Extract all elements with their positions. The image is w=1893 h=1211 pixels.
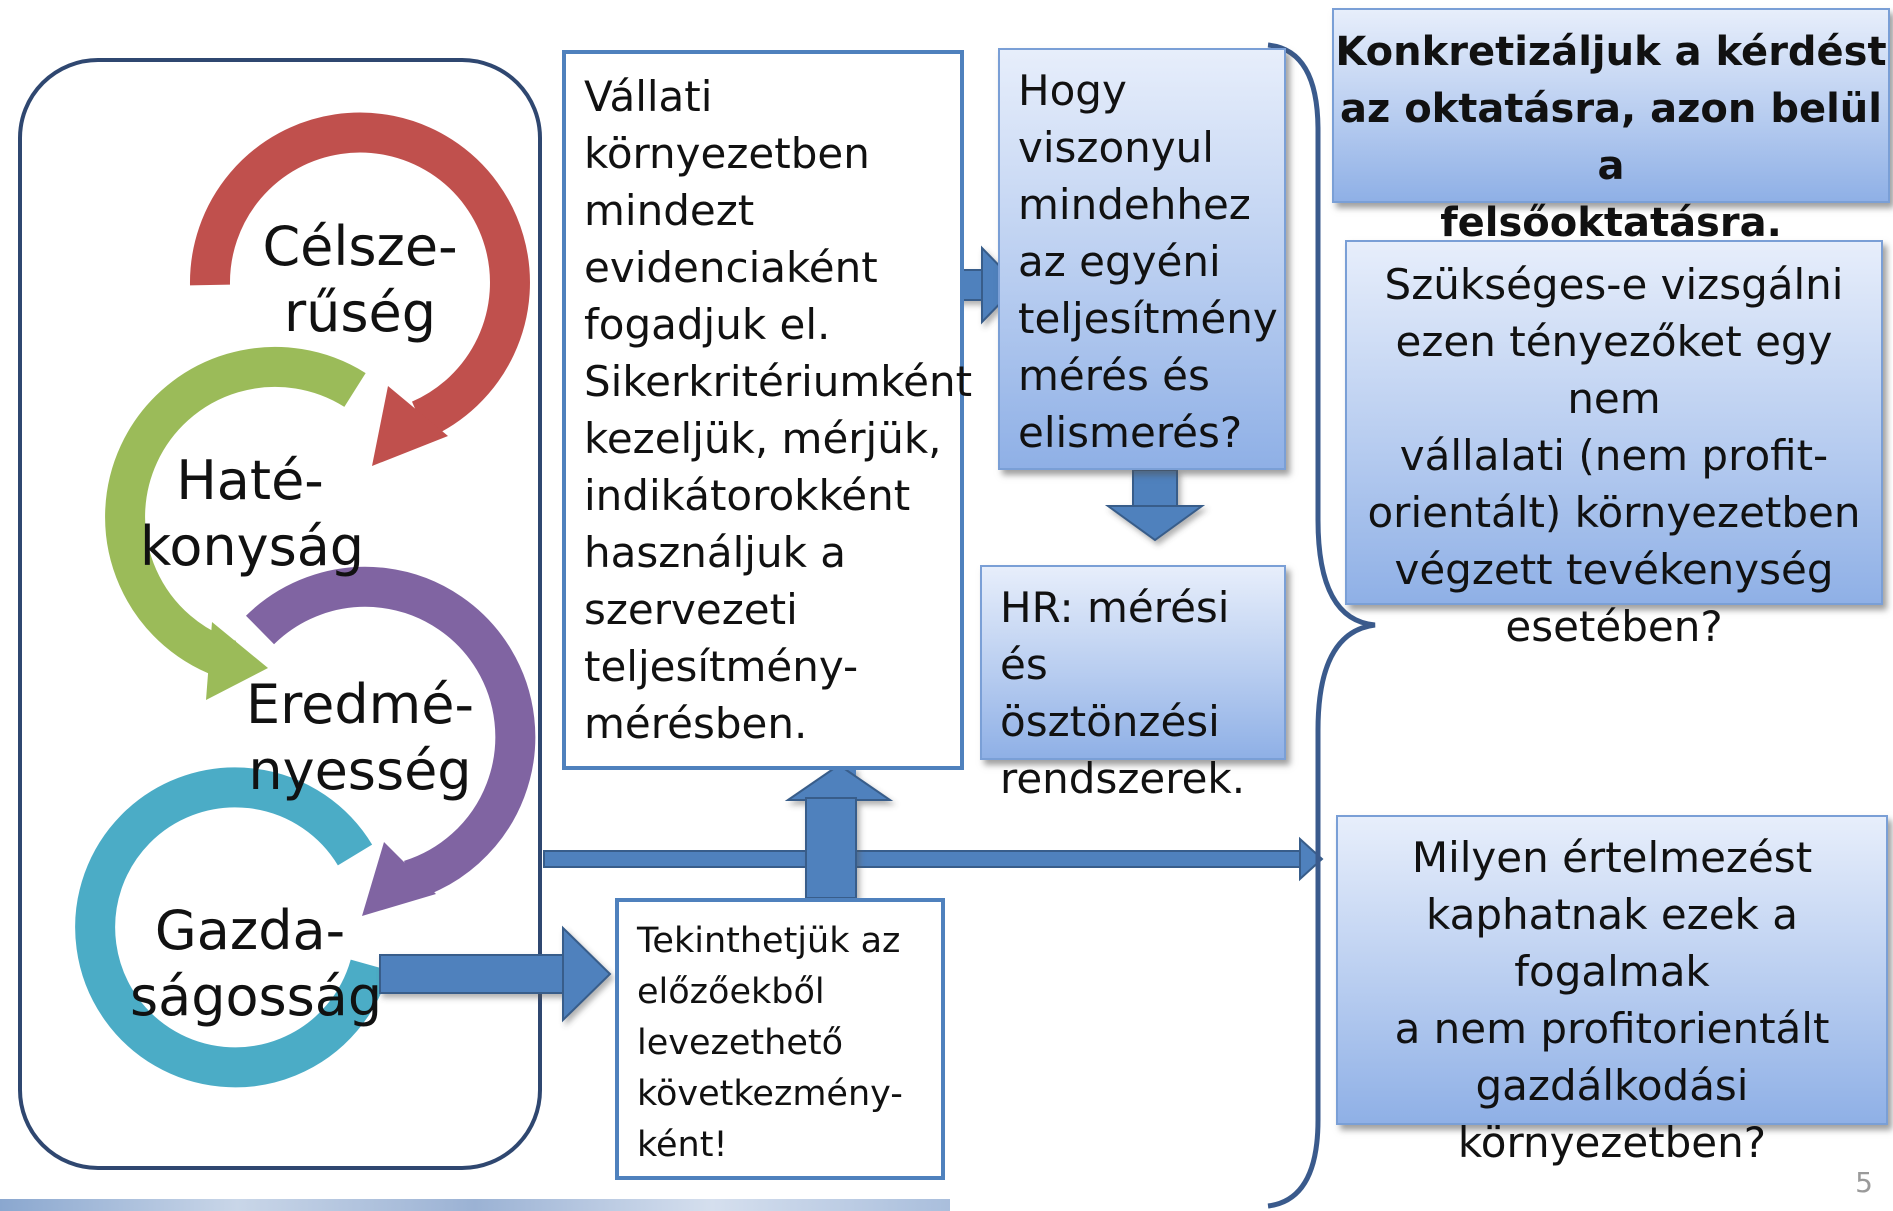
cycle-label-line: rűség — [283, 281, 437, 344]
cycle-label-line: Célsze- — [262, 215, 458, 278]
box-line: Milyen értelmezést — [1411, 833, 1813, 882]
box-line: Szükséges-e vizsgálni — [1384, 260, 1844, 309]
cycle-label-line: Gazda- — [154, 899, 346, 962]
box-line: ösztönzési — [1000, 697, 1220, 746]
cycle-label-line: Haté- — [176, 449, 324, 512]
cycle-label-line: nyesség — [248, 739, 472, 802]
box-line: elismerés? — [1018, 408, 1243, 457]
box-line: Vállati — [584, 72, 713, 121]
box-line: indikátorokként — [584, 471, 911, 520]
cycle-arrow-eredmenyesseg — [245, 566, 536, 916]
box-milyen: Milyen értelmezést kaphatnak ezek a foga… — [1336, 815, 1888, 1167]
box-line: mérésben. — [584, 699, 808, 748]
box-line: rendszerek. — [1000, 754, 1246, 803]
cycle-label-line: ságosság — [130, 965, 383, 1028]
box-line: vállalati (nem profit- — [1399, 431, 1829, 480]
box-line: Hogy — [1018, 66, 1127, 115]
box-line: Konkretizáljuk a kérdést — [1335, 29, 1887, 75]
box-line: esetében? — [1505, 602, 1723, 651]
cycle-label-gazdasagossag: Gazda- ságosság — [130, 898, 383, 1030]
cycle-label-celszeruseg: Célsze- rűség — [250, 214, 470, 346]
box-line: kezeljük, mérjük, — [584, 414, 942, 463]
box-line: előzőekből — [637, 972, 825, 1012]
background-photo-strip — [0, 1199, 950, 1211]
box-line: az egyéni — [1018, 237, 1221, 286]
box-line: következmény- — [637, 1074, 903, 1114]
box-line: viszonyul — [1018, 123, 1214, 172]
box-line: HR: mérési és — [1000, 583, 1230, 689]
box-line: környezetben — [584, 129, 870, 178]
cycle-label-eredmenyesseg: Eredmé- nyesség — [240, 672, 480, 804]
box-szukseges: Szükséges-e vizsgálni ezen tényezőket eg… — [1345, 240, 1883, 651]
up-arrow — [784, 763, 894, 899]
cycle-label-line: Eredmé- — [246, 673, 474, 736]
box-line: teljesítmény- — [584, 642, 859, 691]
arrow-to-tekint — [379, 925, 612, 1023]
box-line: mérés és — [1018, 351, 1210, 400]
cycle-label-hatekonysag: Haté- konyság — [140, 448, 365, 580]
box-line: az oktatásra, azon belül a — [1340, 86, 1882, 189]
box-line: teljesítmény — [1018, 294, 1278, 343]
page-number: 5 — [1855, 1166, 1873, 1199]
box-line: a nem profitorientált — [1394, 1004, 1830, 1053]
box-line: szervezeti — [584, 585, 798, 634]
box-line: evidenciaként — [584, 243, 878, 292]
arrow-to-hr — [1104, 469, 1206, 542]
box-line: Tekinthetjük az — [637, 921, 901, 961]
box-vallati: Vállati környezetben mindezt evidenciaké… — [562, 50, 973, 770]
box-line: használjuk a — [584, 528, 847, 577]
box-hogy: Hogy viszonyul mindehhez az egyéni telje… — [998, 48, 1286, 470]
box-line: gazdálkodási — [1475, 1061, 1749, 1110]
cycle-arrow-celszeruseg — [189, 112, 530, 466]
box-line: levezethető — [637, 1023, 843, 1063]
box-line: mindehhez — [1018, 180, 1251, 229]
cycle-arrow-hatekonysag — [105, 346, 366, 700]
curly-brace — [1267, 42, 1376, 1209]
box-line: mindezt — [584, 186, 755, 235]
cycle-frame — [18, 58, 542, 1170]
cycle-label-line: konyság — [140, 515, 365, 578]
cycle-arrow-gazdasagossag — [75, 767, 390, 1088]
box-hr: HR: mérési és ösztönzési rendszerek. — [980, 565, 1286, 803]
box-line: ként! — [637, 1125, 728, 1165]
box-line: ezen tényezőket egy nem — [1395, 317, 1833, 423]
box-line: kaphatnak ezek a fogalmak — [1426, 890, 1798, 996]
connector-arrow-right — [543, 836, 1324, 882]
box-line: Sikerkritériumként — [584, 357, 973, 406]
box-line: felsőoktatásra. — [1440, 200, 1782, 246]
box-line: fogadjuk el. — [584, 300, 831, 349]
box-line: orientált) környezetben — [1367, 488, 1861, 537]
box-line: környezetben? — [1457, 1118, 1767, 1167]
box-line: végzett tevékenység — [1394, 545, 1834, 594]
box-tekint: Tekinthetjük az előzőekből levezethető k… — [615, 898, 945, 1180]
box-konkret: Konkretizáljuk a kérdést az oktatásra, a… — [1332, 8, 1890, 246]
